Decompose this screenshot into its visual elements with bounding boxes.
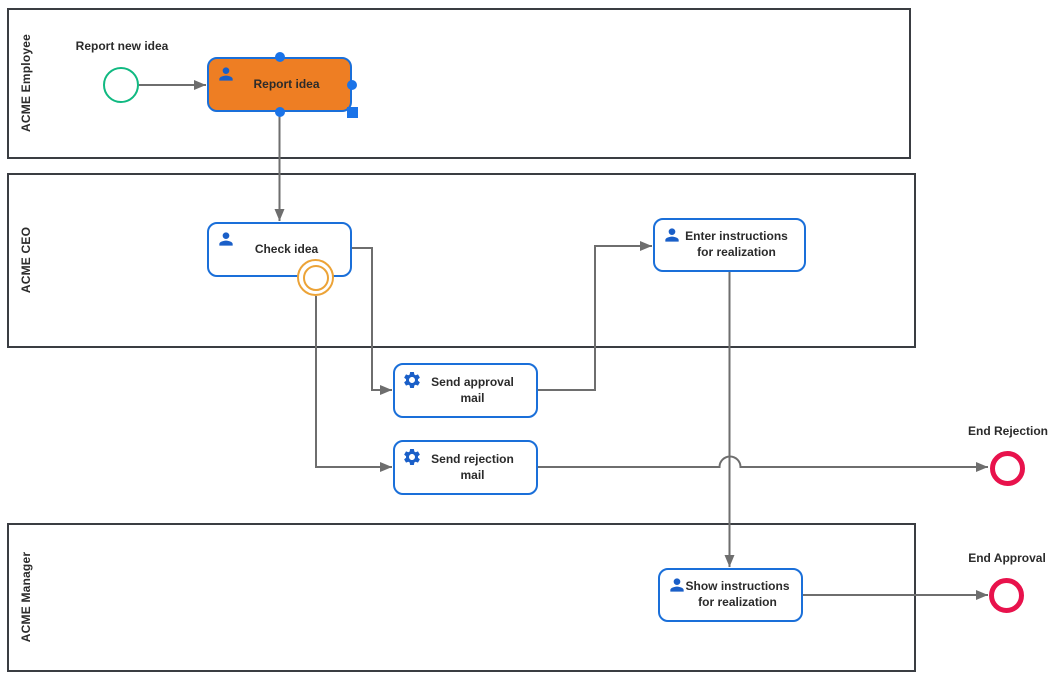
selection-handle-right[interactable] [347, 79, 357, 90]
user-task-icon [667, 575, 687, 595]
user-task-icon [216, 229, 236, 249]
flow-send-approval-to-enter-instructions[interactable] [538, 241, 652, 391]
start-event-label[interactable]: Report new idea [75, 39, 169, 53]
lane-acme-employee[interactable] [7, 8, 911, 159]
end-event-approval[interactable] [989, 578, 1024, 613]
task-send-rejection-mail[interactable]: Send rejection mail [393, 440, 538, 495]
task-label: Enter instructions for realization [685, 229, 788, 259]
selection-resize-handle[interactable] [346, 106, 358, 118]
user-task-icon [216, 64, 236, 84]
selection-handle-bottom[interactable] [274, 107, 285, 117]
task-label: Send rejection mail [431, 451, 514, 482]
user-task-icon [662, 225, 682, 245]
flow-check-idea-to-send-approval[interactable] [352, 247, 392, 395]
end-approval-label[interactable]: End Approval [968, 551, 1046, 565]
task-label: Send approval mail [431, 374, 514, 405]
end-rejection-label[interactable]: End Rejection [967, 424, 1048, 438]
boundary-event-inner-ring [302, 264, 329, 291]
end-event-rejection[interactable] [990, 451, 1025, 486]
task-enter-instructions[interactable]: Enter instructions for realization [653, 218, 806, 272]
task-label: Show instructions for realization [685, 579, 790, 609]
task-label: Report idea [253, 76, 320, 91]
start-event[interactable] [103, 67, 139, 103]
lane-acme-ceo[interactable] [7, 173, 916, 348]
service-task-gear-icon [402, 447, 422, 467]
task-report-idea[interactable]: Report idea [207, 57, 352, 112]
task-send-approval-mail[interactable]: Send approval mail [393, 363, 538, 418]
flow-send-rejection-to-end-rejection[interactable] [538, 455, 988, 472]
boundary-event[interactable] [297, 259, 334, 296]
service-task-gear-icon [402, 370, 422, 390]
task-label: Check idea [254, 241, 319, 256]
flow-boundary-to-send-rejection[interactable] [315, 296, 392, 472]
lane-acme-manager[interactable] [7, 523, 916, 672]
selection-handle-top[interactable] [274, 52, 285, 62]
task-show-instructions[interactable]: Show instructions for realization [658, 568, 803, 622]
task-check-idea[interactable]: Check idea [207, 222, 352, 277]
